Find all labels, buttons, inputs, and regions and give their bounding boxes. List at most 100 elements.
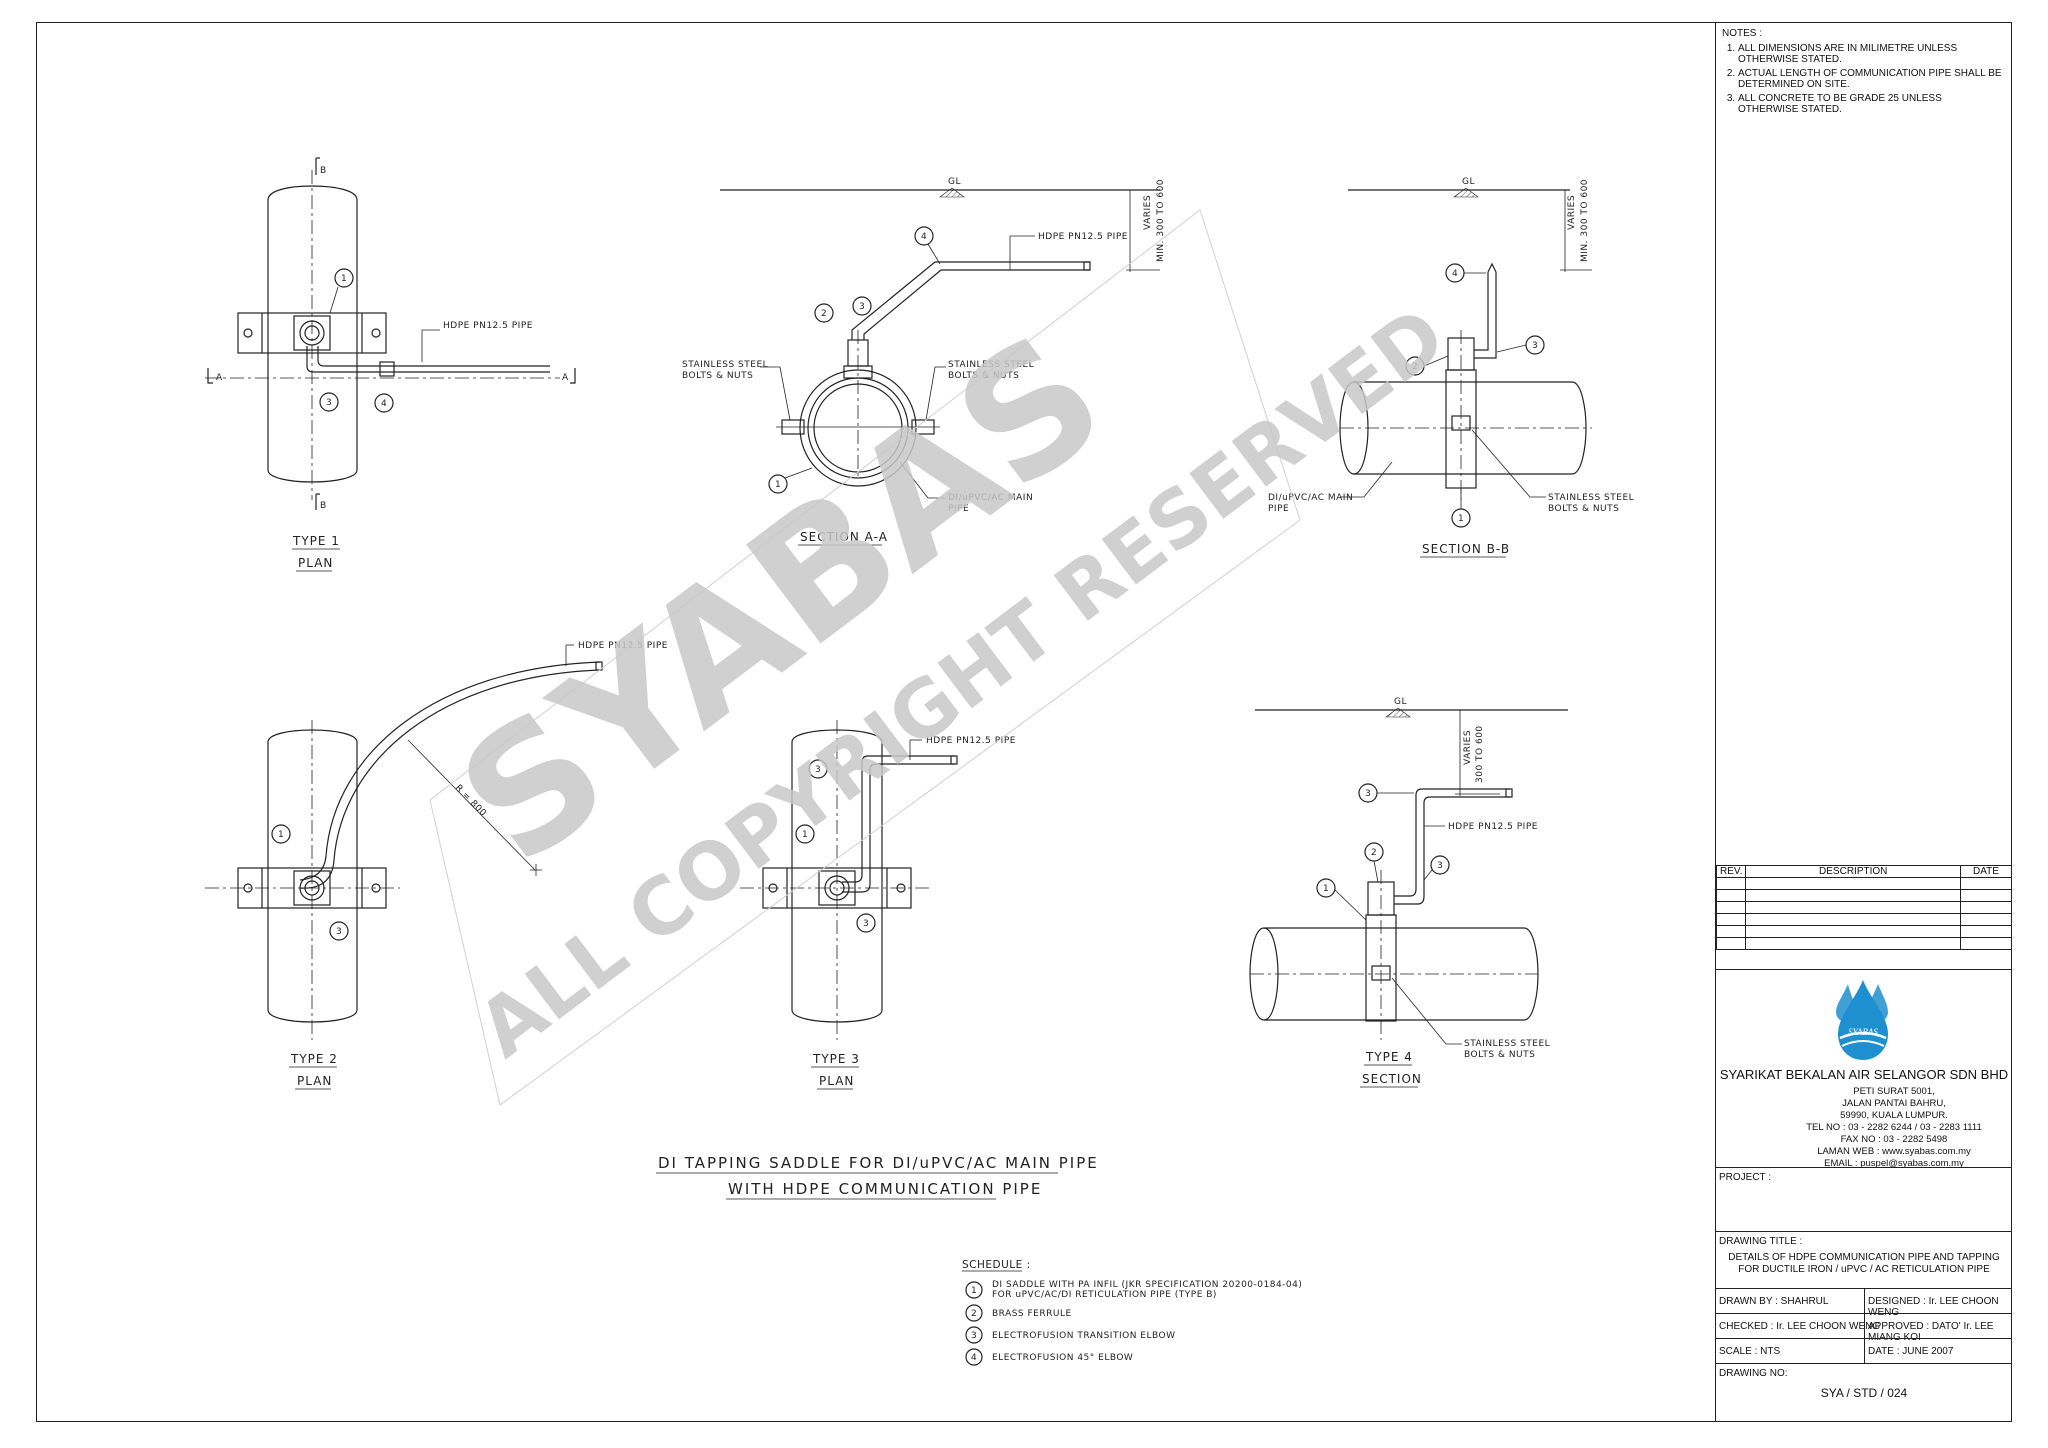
- svg-text:2: 2: [821, 309, 827, 319]
- schedule-item-3: ELECTROFUSION TRANSITION ELBOW: [992, 1331, 1176, 1341]
- type4-subtitle: SECTION: [1362, 1072, 1422, 1086]
- note-3: ALL CONCRETE TO BE GRADE 25 UNLESS OTHER…: [1738, 93, 2002, 115]
- syabas-logo: SYABAS: [1836, 980, 1888, 1060]
- address-line: PETI SURAT 5001,: [1853, 1086, 1935, 1097]
- address-line: JALAN PANTAI BAHRU,: [1842, 1098, 1946, 1109]
- drawing-title: DETAILS OF HDPE COMMUNICATION PIPE AND T…: [1716, 1252, 2012, 1276]
- section-bb-main-pipe-2: PIPE: [1268, 504, 1289, 514]
- section-aa-main-pipe-2: PIPE: [948, 504, 969, 514]
- svg-text:4: 4: [381, 399, 387, 409]
- section-aa-main-pipe: DI/uPVC/AC MAIN: [948, 493, 1033, 503]
- svg-text:3: 3: [859, 302, 865, 312]
- svg-text:2: 2: [1371, 848, 1377, 858]
- view-type3-plan: HDPE PN12.5 PIPE 3 1 3 TYPE 3 PLAN: [740, 720, 1016, 1090]
- type4-depth: 300 TO 600: [1475, 725, 1485, 783]
- fax-line: FAX NO : 03 - 2282 5498: [1840, 1134, 1948, 1145]
- checked-approved-row: CHECKED : Ir. LEE CHOON WENG APPROVED : …: [1716, 1313, 2012, 1343]
- type4-gl: GL: [1394, 697, 1407, 707]
- section-bb-min-depth: MIN. 300 TO 600: [1580, 179, 1590, 262]
- svg-text:1: 1: [775, 480, 781, 490]
- drawing-no-label: DRAWING NO:: [1719, 1368, 1788, 1379]
- drawing-title-line-1: DETAILS OF HDPE COMMUNICATION PIPE AND T…: [1728, 1252, 2000, 1263]
- type3-pipe-label: HDPE PN12.5 PIPE: [926, 736, 1016, 746]
- section-aa-bolts-left-2: BOLTS & NUTS: [682, 371, 753, 381]
- view-type4-section: GL VARIES 300 TO 600 3 HDPE PN12.5 PIPE …: [1249, 697, 1568, 1088]
- svg-text:4: 4: [1452, 269, 1458, 279]
- note-1: ALL DIMENSIONS ARE IN MILIMETRE UNLESS O…: [1738, 43, 2002, 65]
- svg-text:3: 3: [1532, 341, 1538, 351]
- svg-text:3: 3: [1437, 861, 1443, 871]
- drawing-frame: [36, 22, 2012, 1422]
- address-line: 59990, KUALA LUMPUR.: [1840, 1110, 1948, 1121]
- rev-header-date: DATE: [1960, 865, 2012, 878]
- drawing-no: SYA / STD / 024: [1820, 1386, 1908, 1400]
- drawing-title-box: DRAWING TITLE : DETAILS OF HDPE COMMUNIC…: [1716, 1231, 2012, 1313]
- title-block: NOTES : ALL DIMENSIONS ARE IN MILIMETRE …: [1715, 22, 2012, 1422]
- checked-by: CHECKED : Ir. LEE CHOON WENG: [1719, 1321, 1881, 1332]
- tel-line: TEL NO : 03 - 2282 6244 / 03 - 2283 1111: [1806, 1122, 1982, 1133]
- rev-row: [1715, 913, 2012, 926]
- section-aa-bolts-right: STAINLESS STEEL: [948, 360, 1034, 370]
- company-address: PETI SURAT 5001, JALAN PANTAI BAHRU, 599…: [1716, 1086, 2012, 1170]
- svg-text:1: 1: [278, 830, 284, 840]
- logo-text: SYABAS: [1848, 1027, 1878, 1037]
- section-aa-title: SECTION A-A: [800, 530, 888, 544]
- rev-header-rev: REV.: [1715, 865, 1747, 878]
- schedule-item-1-2: FOR uPVC/AC/DI RETICULATION PIPE (TYPE B…: [992, 1290, 1217, 1300]
- schedule-no-1: 1: [971, 1286, 977, 1296]
- type4-pipe-label: HDPE PN12.5 PIPE: [1448, 822, 1538, 832]
- email-line: EMAIL : puspel@syabas.com.my: [1824, 1158, 1964, 1169]
- schedule-item-1: DI SADDLE WITH PA INFIL (JKR SPECIFICATI…: [992, 1280, 1302, 1290]
- section-aa-bolts-left: STAINLESS STEEL: [682, 360, 768, 370]
- view-type1-plan: 1 3 4 HDPE PN12.5 PIPE A A B B TYPE 1 PL…: [205, 157, 576, 572]
- company-block: SYABAS SYARIKAT BEKALAN AIR SELANGOR SDN…: [1716, 969, 2012, 1170]
- schedule: SCHEDULE : 1 DI SADDLE WITH PA INFIL (JK…: [962, 1259, 1302, 1366]
- section-b-mark-bottom: B: [320, 501, 327, 511]
- section-aa-pipe-label: HDPE PN12.5 PIPE: [1038, 232, 1128, 242]
- section-a-mark-left: A: [216, 373, 223, 383]
- engineering-drawing: 1 3 4 HDPE PN12.5 PIPE A A B B TYPE 1 PL…: [205, 157, 1634, 1366]
- svg-text:1: 1: [1458, 514, 1464, 524]
- svg-text:3: 3: [326, 398, 332, 408]
- svg-text:3: 3: [336, 927, 342, 937]
- section-a-mark-right: A: [562, 373, 569, 383]
- type4-bolts-2: BOLTS & NUTS: [1464, 1050, 1535, 1060]
- web-line: LAMAN WEB : www.syabas.com.my: [1817, 1146, 1971, 1157]
- date: DATE : JUNE 2007: [1868, 1346, 1954, 1357]
- drawn-designed-row: DRAWN BY : SHAHRUL DESIGNED : Ir. LEE CH…: [1716, 1288, 2012, 1318]
- rev-row: [1715, 901, 2012, 914]
- designed-by: DESIGNED : Ir. LEE CHOON WENG: [1868, 1296, 1999, 1318]
- schedule-no-2: 2: [971, 1309, 977, 1319]
- schedule-title: SCHEDULE :: [962, 1259, 1031, 1271]
- section-aa-min-depth: MIN. 300 TO 600: [1156, 179, 1166, 262]
- notes-title: NOTES :: [1722, 28, 1763, 39]
- schedule-item-4: ELECTROFUSION 45° ELBOW: [992, 1353, 1133, 1363]
- svg-text:4: 4: [921, 232, 927, 242]
- approved-by: APPROVED : DATO' Ir. LEE MIANG KOI: [1868, 1321, 1994, 1343]
- type4-title: TYPE 4: [1365, 1050, 1413, 1064]
- section-aa-gl: GL: [948, 177, 961, 187]
- type1-pipe-label: HDPE PN12.5 PIPE: [443, 321, 533, 331]
- section-b-mark-top: B: [320, 166, 327, 176]
- watermark: SYABAS ALL COPYRIGHT RESERVED: [426, 209, 1462, 1106]
- section-bb-varies: VARIES: [1567, 195, 1577, 230]
- schedule-item-2: BRASS FERRULE: [992, 1309, 1072, 1319]
- svg-text:3: 3: [815, 765, 821, 775]
- svg-text:1: 1: [1323, 884, 1329, 894]
- type1-subtitle: PLAN: [298, 556, 333, 570]
- svg-text:3: 3: [863, 919, 869, 929]
- caption-line-1: DI TAPPING SADDLE FOR DI/uPVC/AC MAIN PI…: [658, 1154, 1099, 1172]
- scale-date-row: SCALE : NTS DATE : JUNE 2007: [1716, 1338, 2012, 1363]
- note-2: ACTUAL LENGTH OF COMMUNICATION PIPE SHAL…: [1738, 68, 2002, 90]
- type2-pipe-label: HDPE PN12.5 PIPE: [578, 641, 668, 651]
- notes: NOTES : ALL DIMENSIONS ARE IN MILIMETRE …: [1722, 28, 2002, 118]
- company-name: SYARIKAT BEKALAN AIR SELANGOR SDN BHD: [1719, 1067, 2009, 1082]
- section-bb-title: SECTION B-B: [1422, 542, 1510, 556]
- drawing-no-box: DRAWING NO: SYA / STD / 024: [1716, 1363, 2012, 1422]
- section-bb-gl: GL: [1462, 177, 1475, 187]
- rev-row: [1715, 925, 2012, 938]
- svg-text:3: 3: [1365, 789, 1371, 799]
- type2-title: TYPE 2: [290, 1052, 338, 1066]
- type1-title: TYPE 1: [292, 534, 340, 548]
- project-label: PROJECT :: [1719, 1172, 1772, 1183]
